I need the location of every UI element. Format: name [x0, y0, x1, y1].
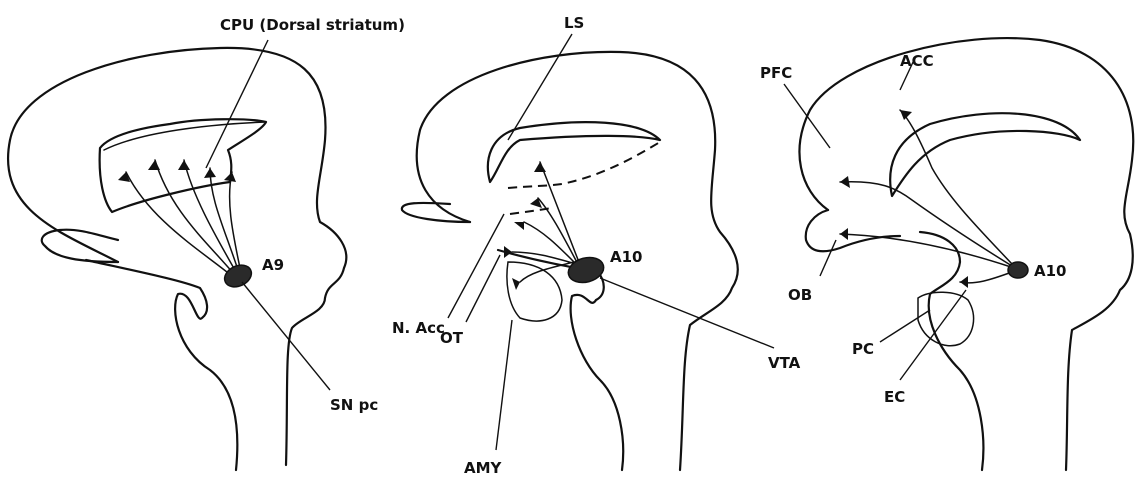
pc-leader [880, 310, 930, 342]
label-ls: LS [564, 14, 584, 32]
label-pfc: PFC [760, 64, 792, 82]
brain-outline-1 [8, 48, 346, 465]
label-acc: ACC [900, 52, 934, 70]
label-cpu: CPU (Dorsal striatum) [220, 16, 405, 34]
label-pc: PC [852, 340, 874, 358]
ot-leader [466, 255, 500, 322]
label-sn-pc: SN pc [330, 396, 378, 414]
brainstem-1 [86, 260, 237, 470]
a10-nucleus-mesocortical [1008, 262, 1028, 278]
label-nacc: N. Acc [392, 319, 445, 337]
panel-nigrostriatal: CPU (Dorsal striatum) A9 SN pc [8, 16, 405, 470]
label-a10-mesolimbic: A10 [610, 248, 642, 266]
amygdala-outline [507, 262, 562, 321]
corpus-callosum-3 [890, 113, 1080, 196]
nigrostriatal-fibers [118, 160, 240, 276]
amy-leader [496, 320, 512, 450]
panel-mesocortical: PFC ACC OB A10 PC EC [760, 38, 1133, 470]
panel-mesolimbic: LS A10 N. Acc OT AMY VTA [392, 14, 801, 477]
label-a9: A9 [262, 256, 284, 274]
label-amy: AMY [464, 459, 503, 477]
ob-leader [820, 240, 836, 276]
label-ec: EC [884, 388, 905, 406]
sn-pc-leader [242, 282, 330, 390]
label-ot: OT [440, 329, 464, 347]
label-a10-mesocortical: A10 [1034, 262, 1066, 280]
olfactory-bulb-3 [806, 210, 900, 251]
label-vta: VTA [768, 354, 801, 372]
corpus-callosum-1 [104, 122, 266, 150]
mesocortical-fibers [840, 110, 1014, 288]
cpu-leader [206, 40, 268, 168]
piriform-outline [918, 292, 974, 346]
brainstem-3 [920, 232, 983, 470]
septal-boundary [508, 142, 660, 188]
label-ob: OB [788, 286, 812, 304]
